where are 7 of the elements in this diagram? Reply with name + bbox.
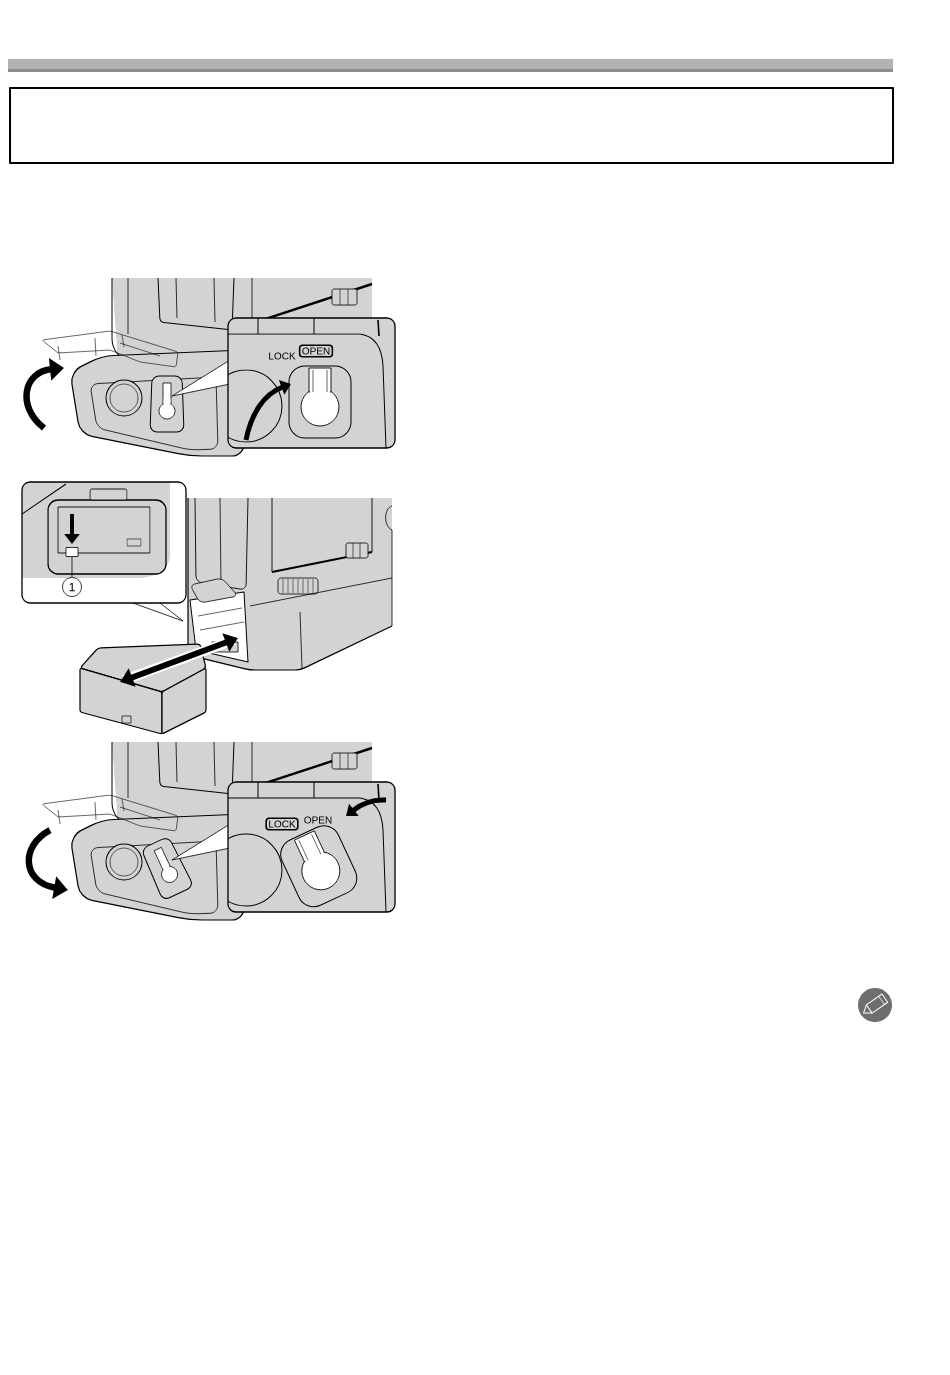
highlighted-label: OPEN	[298, 344, 334, 358]
leader-line	[71, 556, 73, 578]
highlighted-label: LOCK	[265, 817, 299, 831]
position-label: LOCK	[269, 352, 296, 360]
position-label: OPEN	[304, 816, 332, 824]
callout-number: 1	[62, 577, 82, 597]
latch-tab	[65, 547, 79, 557]
